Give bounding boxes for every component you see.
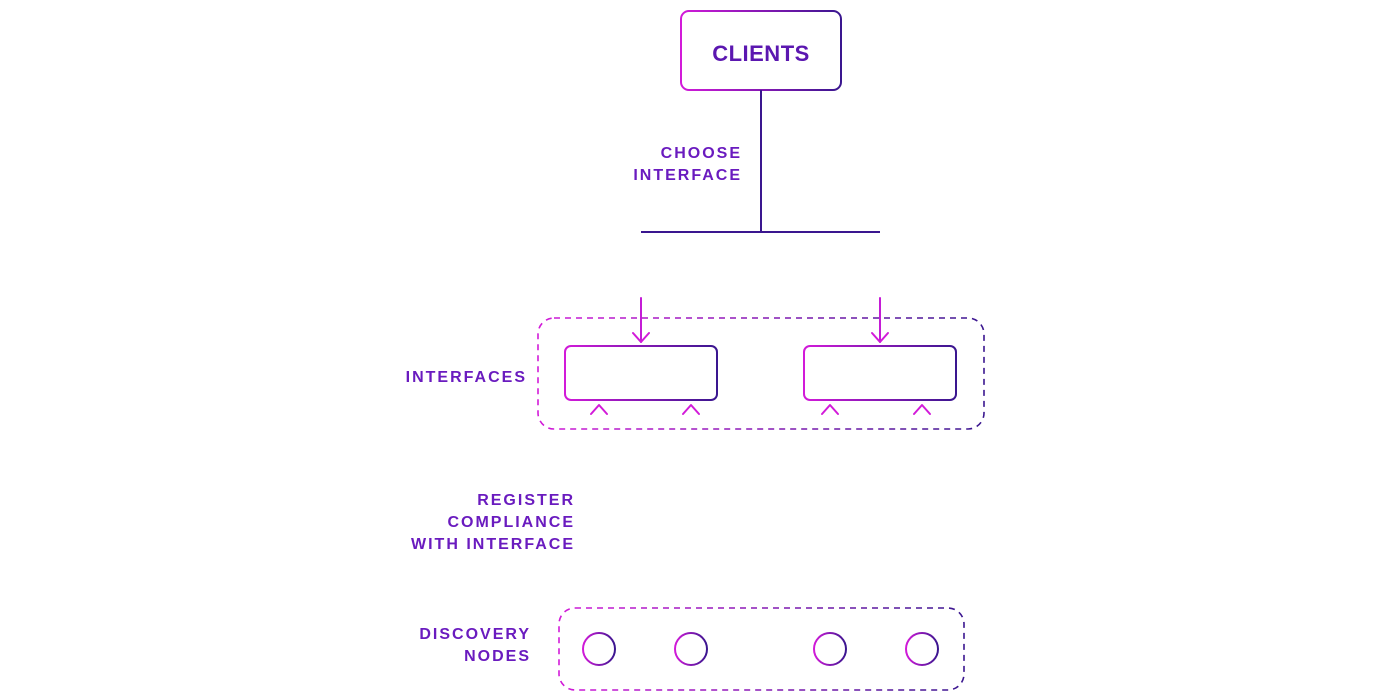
interface-box-1 bbox=[564, 345, 718, 401]
discovery-nodes-line1: DISCOVERY bbox=[419, 626, 531, 643]
clients-to-interfaces-connector bbox=[640, 90, 881, 310]
register-compliance-label: REGISTER COMPLIANCE WITH INTERFACE bbox=[411, 492, 575, 553]
register-compliance-line1: REGISTER bbox=[477, 492, 575, 509]
interfaces-group bbox=[537, 317, 985, 430]
arrowhead-right-interface bbox=[871, 332, 889, 343]
clients-label: CLIENTS bbox=[712, 41, 810, 66]
choose-interface-label: CHOOSE INTERFACE bbox=[633, 145, 742, 184]
register-arrows bbox=[590, 404, 931, 635]
choose-interface-line1: CHOOSE bbox=[661, 145, 742, 162]
interfaces-label: INTERFACES bbox=[406, 369, 527, 386]
discovery-nodes-line2: NODES bbox=[464, 648, 531, 665]
discovery-node-2 bbox=[674, 632, 708, 666]
discovery-node-3 bbox=[813, 632, 847, 666]
discovery-nodes-label: DISCOVERY NODES bbox=[419, 626, 531, 665]
register-arrowhead-4 bbox=[913, 404, 931, 415]
interface-box-2 bbox=[803, 345, 957, 401]
register-compliance-line2: COMPLIANCE bbox=[447, 514, 575, 531]
register-compliance-line3: WITH INTERFACE bbox=[411, 536, 575, 553]
choose-interface-line2: INTERFACE bbox=[633, 167, 742, 184]
interfaces-container bbox=[537, 317, 985, 430]
discovery-node-1 bbox=[582, 632, 616, 666]
discovery-nodes-container bbox=[558, 607, 965, 691]
discovery-node-4 bbox=[905, 632, 939, 666]
clients-node: CLIENTS bbox=[680, 10, 842, 91]
register-arrowhead-2 bbox=[682, 404, 700, 415]
register-arrowhead-1 bbox=[590, 404, 608, 415]
arrowhead-left-interface bbox=[632, 332, 650, 343]
discovery-nodes-group bbox=[558, 607, 965, 691]
register-arrowhead-3 bbox=[821, 404, 839, 415]
